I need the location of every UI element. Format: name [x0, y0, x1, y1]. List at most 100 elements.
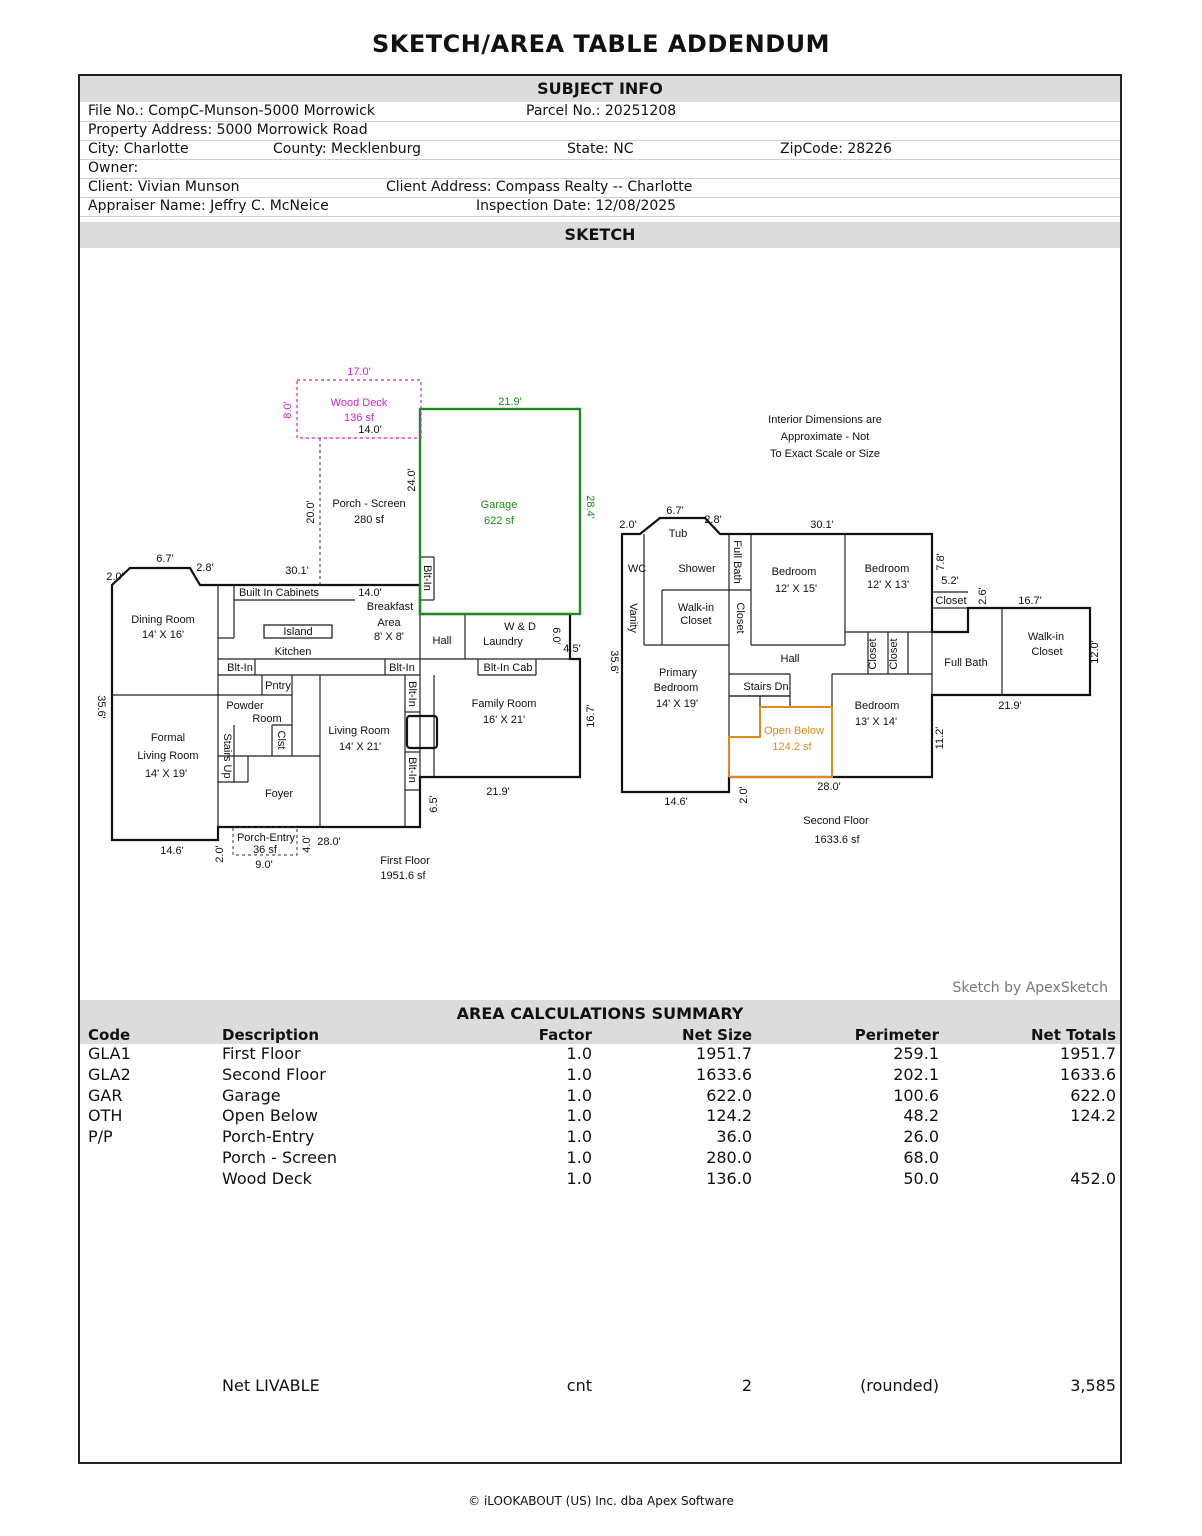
room-label: Walk-in: [1028, 631, 1064, 643]
dim-label: 20.0': [305, 500, 317, 524]
room-label: WC: [628, 563, 646, 575]
porch-outlines: [232, 438, 333, 856]
info-row-file: File No.: CompC-Munson-5000 Morrowick Pa…: [80, 102, 1120, 122]
dim-label: 6.7': [156, 553, 173, 565]
room-label: Stairs Up: [221, 733, 233, 778]
exterior-walls: [110, 516, 1092, 842]
scale-note: Interior Dimensions are: [768, 414, 882, 426]
cell-perimeter: 48.2: [903, 1106, 939, 1126]
net-total: 3,585: [1070, 1376, 1116, 1395]
city: City: Charlotte: [88, 141, 189, 157]
file-no: File No.: CompC-Munson-5000 Morrowick: [88, 103, 375, 119]
cell-net-size: 1633.6: [696, 1064, 752, 1084]
room-label: Living Room: [137, 750, 198, 762]
dim-label: 6.0': [550, 627, 562, 644]
dim-label: 6.7': [666, 505, 683, 517]
porch-screen-label: Porch - Screen: [332, 498, 405, 510]
dim-label: 2.0': [106, 571, 123, 583]
cell-factor: 1.0: [566, 1106, 592, 1126]
cell-factor: 1.0: [566, 1127, 592, 1147]
dim-label: 14.0': [358, 424, 382, 436]
room-label: W & D: [504, 621, 536, 633]
dim-label: 4.5': [563, 643, 580, 655]
room-label: Closet: [680, 615, 711, 627]
dim-label: 14.6': [160, 845, 184, 857]
room-label: Bedroom: [654, 682, 699, 694]
room-label: Bedroom: [855, 700, 900, 712]
col-code: Code: [88, 1026, 131, 1044]
room-label: Tub: [669, 528, 688, 540]
parcel-no: Parcel No.: 20251208: [526, 103, 677, 119]
room-label: Blt-In: [227, 662, 253, 674]
cell-description: Second Floor: [222, 1064, 326, 1084]
area-summary-title: AREA CALCULATIONS SUMMARY: [456, 1004, 744, 1023]
info-row-client: Client: Vivian Munson Client Address: Co…: [80, 178, 1120, 198]
cell-net-size: 280.0: [706, 1148, 752, 1167]
net-perimeter: (rounded): [860, 1376, 939, 1395]
info-row-appraiser: Appraiser Name: Jeffry C. McNeice Inspec…: [80, 197, 1120, 217]
addendum-frame: SUBJECT INFO File No.: CompC-Munson-5000…: [78, 74, 1122, 1464]
room-label: Vanity: [627, 603, 639, 633]
dim-label: 28.4': [584, 495, 596, 519]
cell-factor: 1.0: [566, 1064, 592, 1084]
room-label: Foyer: [265, 788, 293, 800]
room-label: Closet: [867, 638, 879, 669]
room-dim: 16' X 21': [483, 714, 525, 726]
room-dim: 12' X 13': [867, 579, 909, 591]
dim-label: 7.8': [935, 553, 947, 570]
room-dim: 14' X 19': [656, 698, 698, 710]
cell-net-total: 1633.6: [1060, 1064, 1116, 1084]
dim-label: 2.8': [196, 562, 213, 574]
room-label: Primary: [659, 667, 697, 679]
page-title: SKETCH/AREA TABLE ADDENDUM: [371, 30, 831, 58]
cell-factor: 1.0: [566, 1148, 592, 1167]
room-dim: 8' X 8': [374, 631, 404, 643]
cell-description: Porch-Entry: [222, 1127, 315, 1147]
cell-perimeter: 202.1: [893, 1064, 939, 1084]
col-factor: Factor: [538, 1026, 592, 1044]
zipcode: ZipCode: 28226: [780, 141, 892, 157]
inspection-date: Inspection Date: 12/08/2025: [476, 198, 677, 214]
room-label: Living Room: [328, 725, 389, 737]
porch-screen-area: 280 sf: [354, 514, 385, 526]
state: State: NC: [567, 141, 634, 157]
dim-label: 14.6': [664, 796, 688, 808]
cell-code: P/P: [88, 1127, 113, 1147]
room-label: Island: [283, 626, 312, 638]
room-label: Formal: [151, 732, 185, 744]
interior-walls: [112, 534, 1003, 840]
room-label: Bedroom: [772, 566, 817, 578]
col-net-totals: Net Totals: [1030, 1026, 1116, 1044]
dim-label: 8.0': [282, 401, 294, 418]
dim-label: 16.7': [585, 704, 597, 728]
garage-label: Garage: [481, 499, 518, 511]
cell-description: Open Below: [222, 1106, 318, 1126]
cell-code: GLA1: [88, 1044, 131, 1063]
cell-perimeter: 26.0: [903, 1127, 939, 1147]
scale-note: Approximate - Not: [781, 431, 870, 443]
dim-label: 35.6': [95, 695, 107, 719]
dim-label: 2.6': [977, 587, 989, 604]
open-below-label: Open Below: [764, 725, 824, 737]
dim-label: 21.9': [998, 700, 1022, 712]
cell-perimeter: 100.6: [893, 1085, 939, 1105]
room-dim: 14' X 19': [145, 768, 187, 780]
sketch-header: SKETCH: [80, 222, 1120, 248]
room-label: Breakfast: [367, 601, 413, 613]
client: Client: Vivian Munson: [88, 179, 240, 195]
room-label: Clst: [275, 731, 287, 750]
cell-description: Wood Deck: [222, 1168, 312, 1188]
room-label: Powder: [226, 700, 264, 712]
open-below-area: 124.2 sf: [772, 741, 812, 753]
dim-label: 35.6': [608, 650, 620, 674]
cell-net-total: 124.2: [1070, 1106, 1116, 1126]
room-label: Blt-In Cab: [484, 662, 533, 674]
cell-net-size: 622.0: [706, 1085, 752, 1105]
garage-area: 622 sf: [484, 515, 515, 527]
room-label: Bedroom: [865, 563, 910, 575]
cell-factor: 1.0: [566, 1085, 592, 1105]
room-label: Closet: [888, 638, 900, 669]
